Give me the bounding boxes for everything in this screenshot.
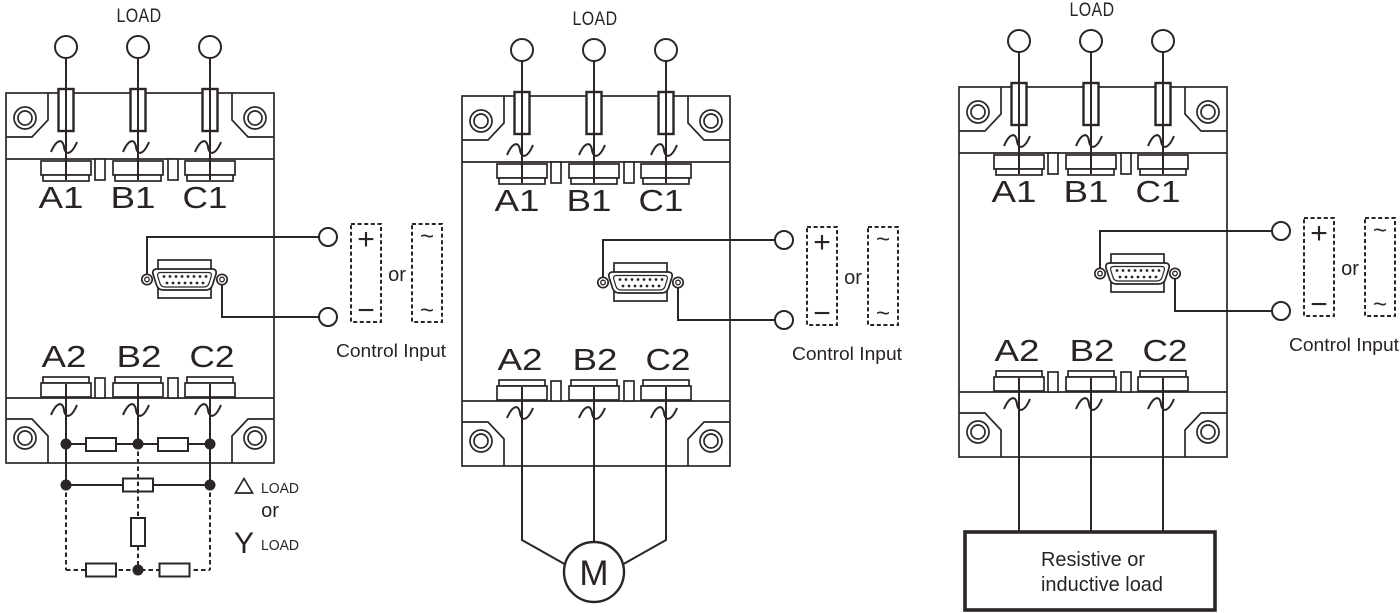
y-load-element bbox=[130, 517, 146, 547]
diagram-motor-load: M bbox=[460, 7, 904, 604]
y-load-label: LOAD bbox=[261, 537, 299, 554]
motor-load-circuit: M bbox=[521, 426, 667, 604]
load-box-line2: inductive load bbox=[1041, 573, 1163, 596]
ssr-device-instance-2 bbox=[460, 7, 904, 468]
motor-circle-icon bbox=[562, 540, 626, 604]
diagram-delta-y-load: LOAD or Y LOAD bbox=[4, 4, 448, 578]
delta-symbol-icon bbox=[234, 476, 254, 494]
delta-load-element bbox=[85, 437, 117, 452]
resistive-inductive-load-circuit: Resistive or inductive load bbox=[963, 417, 1217, 612]
diagram-resistive-inductive-load: Resistive or inductive load bbox=[957, 0, 1400, 612]
motor-label: M bbox=[579, 554, 608, 593]
delta-load-label: LOAD bbox=[261, 480, 299, 497]
y-load-element bbox=[158, 562, 191, 578]
delta-y-load-circuit: LOAD or Y LOAD bbox=[60, 423, 299, 578]
ssr-device-instance-1 bbox=[4, 4, 448, 465]
or-load-label: or bbox=[261, 500, 279, 522]
y-load-circuit-dashed bbox=[65, 444, 211, 578]
load-box-line1: Resistive or bbox=[1041, 548, 1145, 571]
y-load-element bbox=[85, 562, 117, 578]
delta-load-element bbox=[157, 437, 189, 452]
y-symbol: Y bbox=[234, 527, 254, 560]
ssr-device-instance-3 bbox=[957, 0, 1400, 459]
load-box bbox=[963, 530, 1217, 612]
